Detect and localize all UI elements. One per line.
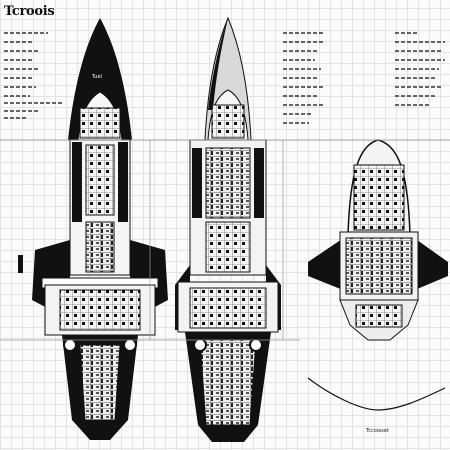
sheet-title: Tcroois	[4, 4, 55, 19]
hull-marker-label: Tuel	[92, 74, 102, 80]
right-ship	[307, 139, 448, 411]
left-ship	[18, 18, 168, 440]
dimension-lines	[0, 139, 450, 341]
bottom-caption: Tccoiaset	[366, 428, 389, 434]
center-ship	[175, 16, 281, 442]
